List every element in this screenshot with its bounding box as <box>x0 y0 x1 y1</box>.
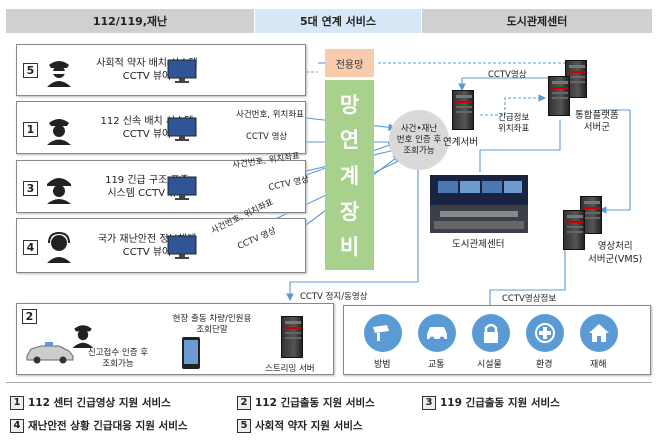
header-middle: 5대 연계 서비스 <box>255 9 421 33</box>
header-left: 112/119,재난 <box>6 9 254 33</box>
lock-icon <box>472 314 510 352</box>
legend-text: 112 긴급출동 지원 서비스 <box>255 397 375 409</box>
legend-num: 3 <box>422 395 436 410</box>
legend-text: 재난안전 상황 긴급대응 지원 서비스 <box>28 420 188 432</box>
categories-box: 방범 교통 시설물 환경 재해 <box>343 305 651 375</box>
streaming-server-label: 스트리밍 서버 <box>265 364 315 374</box>
card-number: 1 <box>23 122 38 137</box>
link-server-icon <box>452 90 474 130</box>
plus-icon <box>526 314 564 352</box>
vms-label: 영상처리 서버군(VMS) <box>588 241 643 265</box>
auth-text: 사건•재난 번호 인증 후 조회가능 <box>396 123 442 156</box>
legend-item: 5 사회적 약자 지원 서비스 <box>237 418 363 433</box>
auth-circle: 사건•재난 번호 인증 후 조회가능 <box>389 110 449 170</box>
category-label: 방범 <box>374 360 391 370</box>
legend-divider <box>6 382 652 383</box>
category-label: 재해 <box>590 360 607 370</box>
card-number: 5 <box>23 63 38 78</box>
legend-text: 사회적 약자 지원 서비스 <box>255 420 363 432</box>
legend-num: 2 <box>237 395 251 410</box>
link-server-label: 연계서버 <box>443 137 478 148</box>
server-icon <box>563 210 585 250</box>
linkage-char: 망 <box>339 92 360 117</box>
linkage-char: 비 <box>339 235 360 260</box>
legend-item: 3 119 긴급출동 지원 서비스 <box>422 395 560 410</box>
control-room-image <box>430 175 528 233</box>
category-label: 환경 <box>536 360 553 370</box>
dedicated-network: 전용망 <box>325 49 374 77</box>
cctv-camera-icon <box>364 314 402 352</box>
monitor-icon <box>167 59 197 83</box>
operator-icon <box>47 231 71 263</box>
flow-label: 사건번호, 위치좌표 <box>236 110 304 120</box>
firefighter-icon <box>47 178 71 204</box>
legend-item: 4 재난안전 상황 긴급대응 지원 서비스 <box>10 418 188 433</box>
card-112-dispatch: 1 112 신속 배치 시스템 CCTV 뷰어 <box>16 101 306 154</box>
smartphone-icon <box>182 337 200 369</box>
card-social-weak: 5 사회적 약자 배치 시스템 CCTV 뷰어 <box>16 44 306 96</box>
server-icon <box>565 60 587 98</box>
streaming-server-icon <box>281 316 303 358</box>
category-label: 교통 <box>428 360 445 370</box>
police-car-icon <box>26 342 74 364</box>
platform-label: 통합플랫폼 서버군 <box>575 110 619 133</box>
flow-label: CCTV영상 <box>488 70 527 80</box>
car-icon <box>418 314 456 352</box>
control-center-label: 도시관제센터 <box>452 239 505 250</box>
monitor-icon <box>167 117 197 141</box>
linkage-equipment: 망 연 계 장 비 <box>325 80 374 270</box>
legend-text: 119 긴급출동 지원 서비스 <box>440 397 560 409</box>
field-terminal-text: 현장 출동 차량/인원용 조회단말 <box>172 314 252 335</box>
legend-item: 2 112 긴급출동 지원 서비스 <box>237 395 375 410</box>
linkage-char: 장 <box>339 199 360 224</box>
flow-label: CCTV영상정보 <box>502 294 557 304</box>
legend-item: 1 112 센터 긴급영상 지원 서비스 <box>10 395 171 410</box>
monitor-icon <box>167 235 197 259</box>
officer-icon <box>72 325 94 348</box>
legend-num: 4 <box>10 418 24 433</box>
officer-icon <box>47 61 71 87</box>
flow-label: CCTV 정지/동영상 <box>300 292 368 302</box>
monitor-icon <box>167 176 197 200</box>
officer-icon <box>47 119 71 145</box>
linkage-char: 연 <box>339 128 360 153</box>
legend-text: 112 센터 긴급영상 지원 서비스 <box>28 397 171 409</box>
dispatch-box: 2 신고접수 인증 후 조회가능 현장 출동 차량/인원용 조회단말 스트리밍 … <box>16 303 334 375</box>
card-disaster-safety: 4 국가 재난안전 정보체계 CCTV 뷰어 <box>16 218 306 273</box>
flow-label: 긴급정보 위치좌표 <box>498 113 530 134</box>
house-icon <box>580 314 618 352</box>
linkage-char: 계 <box>339 163 360 188</box>
server-icon <box>548 76 570 116</box>
legend-num: 1 <box>10 395 24 410</box>
card-number: 4 <box>23 240 38 255</box>
legend-num: 5 <box>237 418 251 433</box>
card-119-rescue: 3 119 긴급 구조 표준 시스템 CCTV 뷰어 <box>16 160 306 213</box>
report-auth-text: 신고접수 인증 후 조회가능 <box>87 348 149 369</box>
header-right: 도시관제센터 <box>422 9 652 33</box>
card-number: 3 <box>23 181 38 196</box>
flow-label: CCTV 영상 <box>246 132 288 142</box>
card-number: 2 <box>22 309 37 324</box>
category-label: 시설물 <box>477 360 502 370</box>
